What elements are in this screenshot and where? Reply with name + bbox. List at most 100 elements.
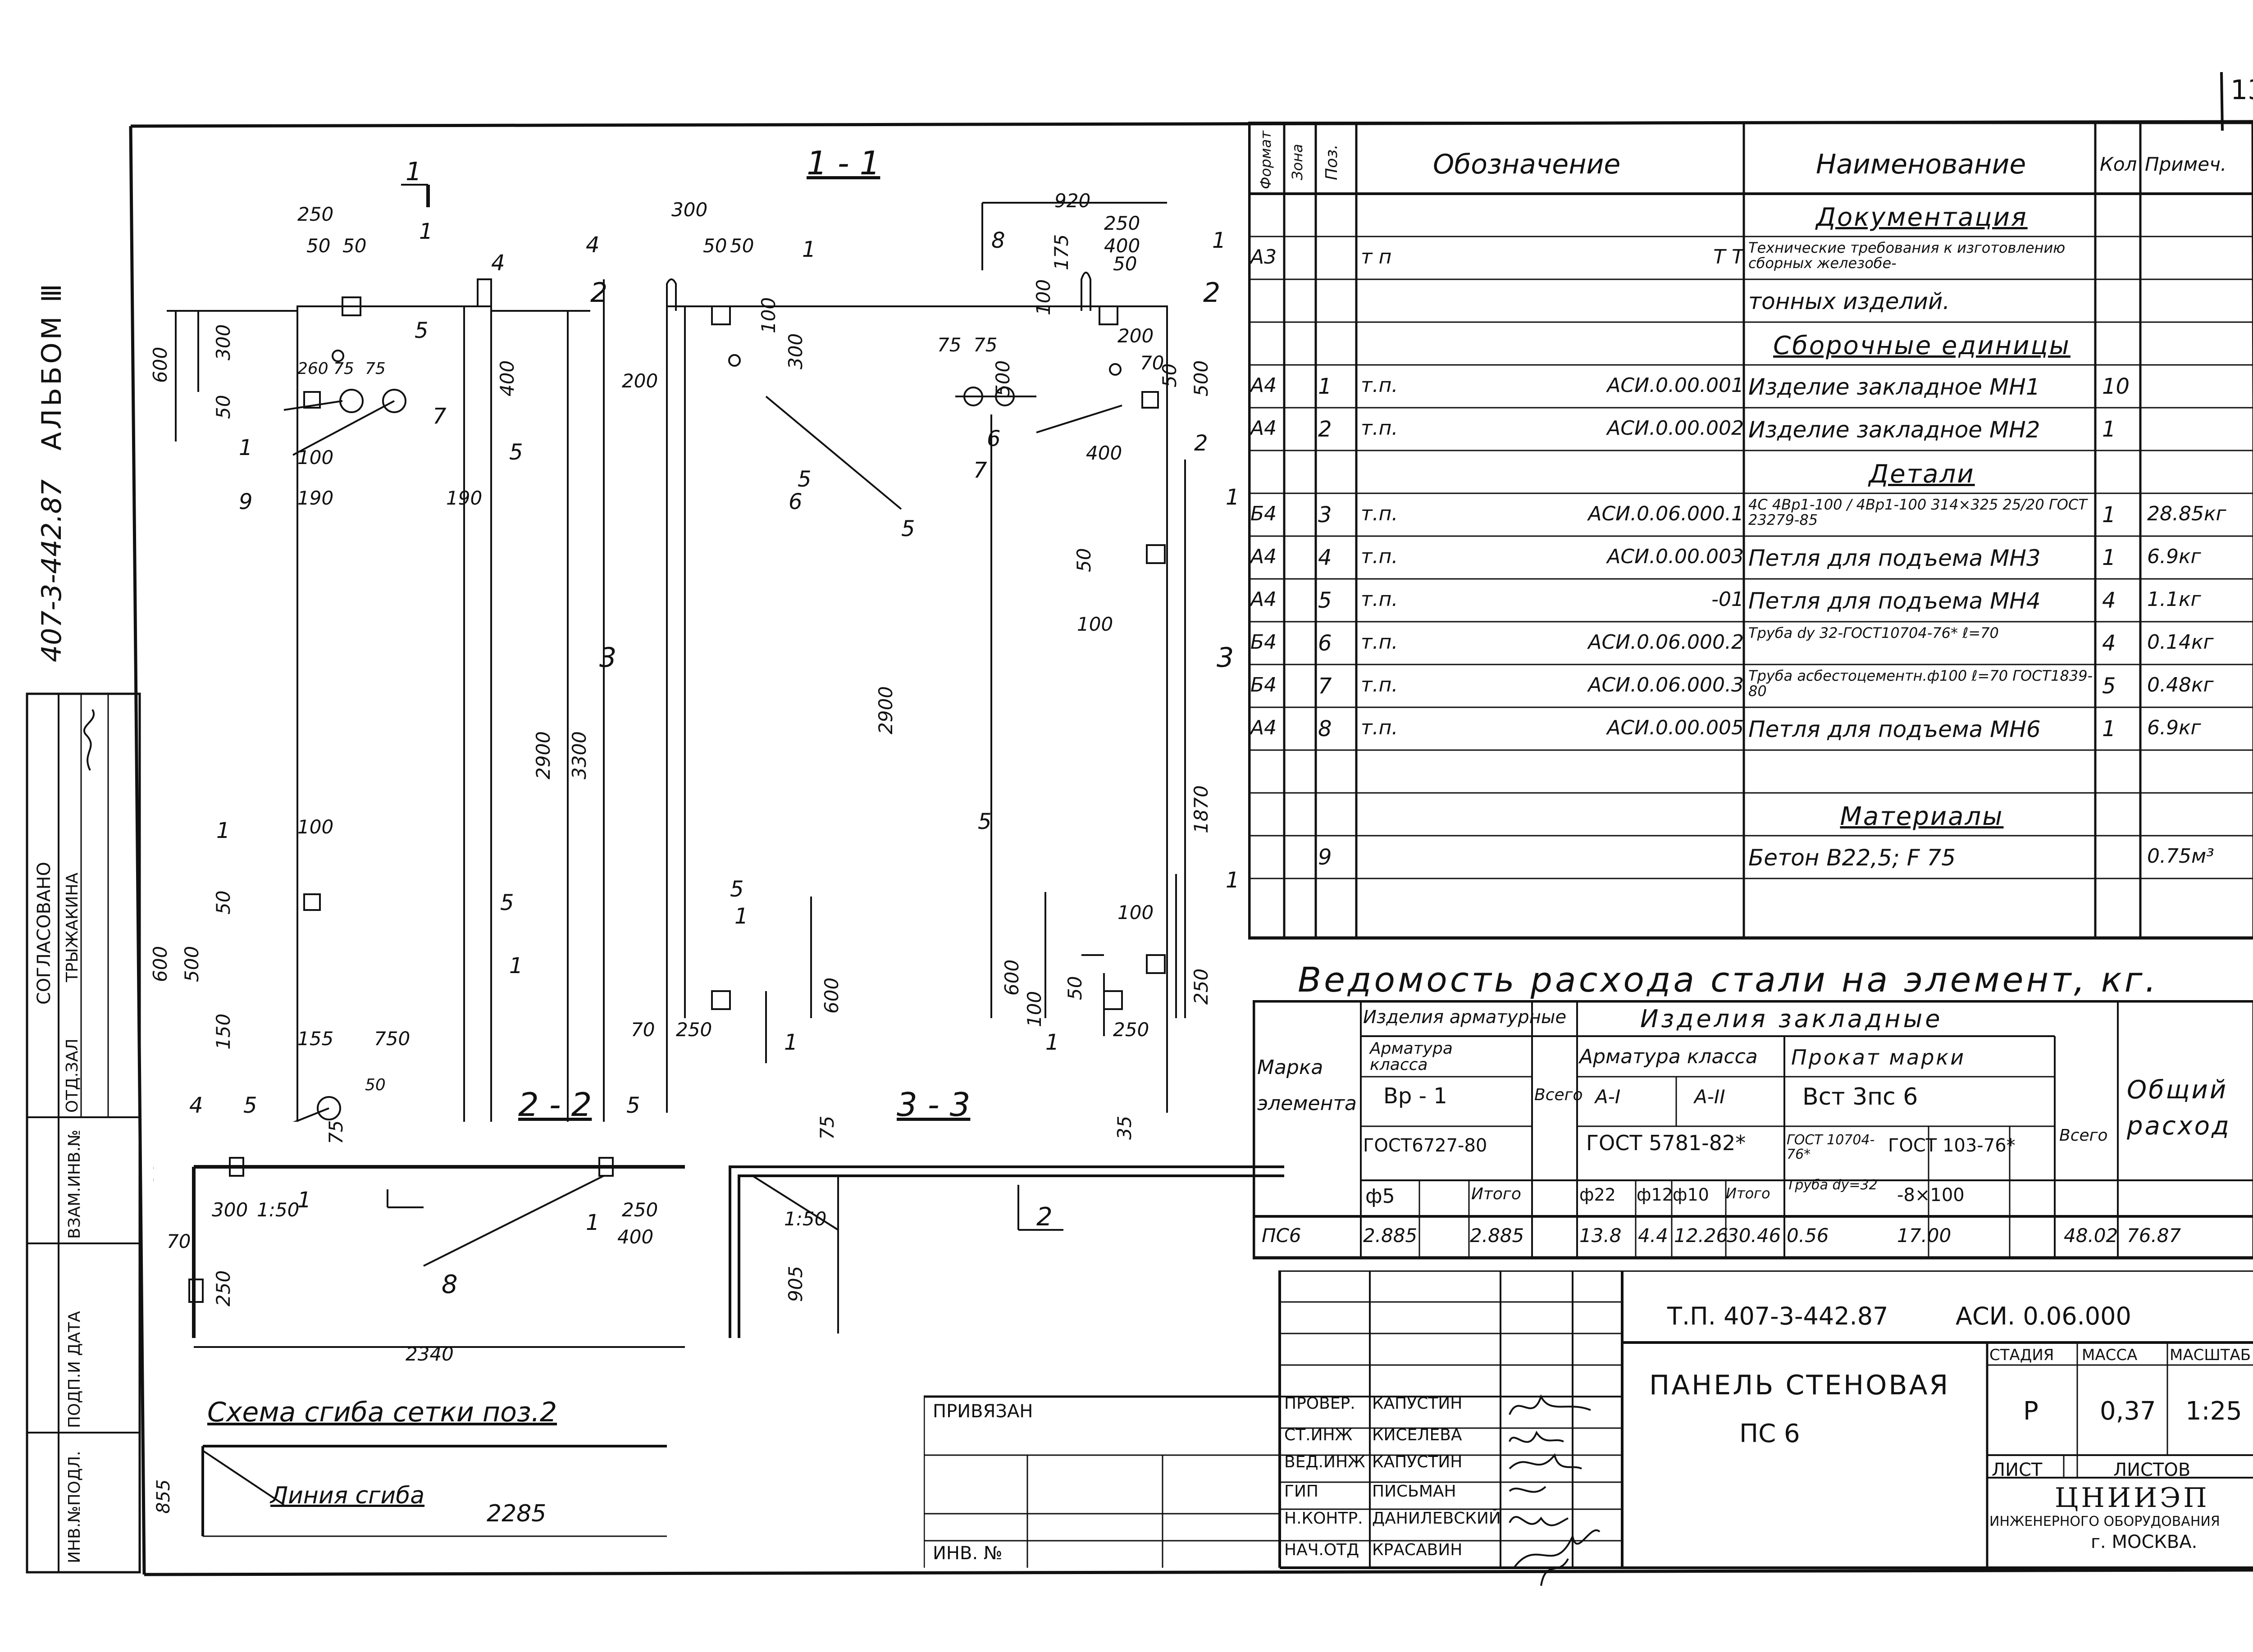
spec-cell-name: Изделие закладное МН1: [1748, 374, 2040, 400]
svg-text:5: 5: [509, 440, 523, 465]
steel-vst: Вст 3пс 6: [1802, 1083, 1918, 1110]
svg-text:500: 500: [181, 946, 203, 982]
spec-cell-code: т.п.: [1361, 716, 1398, 739]
spec-cell-name: Бетон В22,5; F 75: [1748, 845, 1956, 871]
svg-text:100: 100: [297, 816, 333, 838]
svg-text:2340: 2340: [406, 1343, 454, 1365]
bend-scheme-title: Схема сгиба сетки поз.2: [207, 1397, 557, 1428]
svg-text:5: 5: [730, 877, 744, 902]
steel-arm-header: Изделия арматурные: [1363, 1007, 1567, 1028]
steel-gost103: ГОСТ 103-76*: [1888, 1135, 2016, 1156]
svg-text:100: 100: [1077, 613, 1113, 635]
mass-value: 0,37: [2100, 1397, 2156, 1426]
svg-text:4: 4: [586, 232, 600, 258]
svg-text:50: 50: [730, 235, 754, 257]
svg-text:600: 600: [1001, 960, 1023, 996]
svg-text:75: 75: [325, 1120, 347, 1144]
svg-text:5: 5: [500, 890, 514, 915]
spec-cell-pos: 6: [1318, 631, 1332, 656]
svg-text:50: 50: [1113, 253, 1137, 275]
spec-cell-code: т.п.: [1361, 545, 1398, 568]
agreed-label: СОГЛАСОВАНО: [34, 861, 55, 1005]
embedded-item-1: [303, 893, 321, 911]
svg-text:2: 2: [1036, 1202, 1053, 1232]
svg-text:300: 300: [212, 1199, 248, 1221]
svg-text:70: 70: [1140, 352, 1164, 374]
svg-text:150: 150: [212, 1014, 234, 1050]
pipe-6: [1109, 363, 1122, 376]
spec-header-zone: Зона: [1289, 144, 1306, 180]
spec-cell-code: т.п.: [1361, 631, 1398, 654]
org-name-2: ИНЖЕНЕРНОГО ОБОРУДОВАНИЯ: [1989, 1514, 2220, 1529]
spec-cell-name: Петля для подъема МН4: [1748, 588, 2041, 614]
svg-text:50: 50: [1158, 364, 1181, 387]
spec-cell-name: Материалы: [1840, 802, 2004, 831]
svg-text:2: 2: [1194, 431, 1208, 456]
inventory-label: ИНВ. №: [933, 1543, 1003, 1564]
spec-cell-code2: -01: [1711, 588, 1744, 611]
steel-total-header: Общий расход: [2127, 1075, 2231, 1141]
spec-cell-qty: 1: [2102, 545, 2116, 570]
steel-truba: Труба dy=32: [1787, 1177, 1878, 1193]
spec-cell-code2: АСИ.0.00.002: [1607, 417, 1744, 440]
svg-text:400: 400: [1086, 442, 1122, 464]
svg-text:7: 7: [433, 404, 447, 429]
stamp-role: ВЕД.ИНЖ: [1284, 1453, 1365, 1471]
title-doc-number: Т.П. 407-3-442.87: [1667, 1302, 1888, 1330]
svg-text:2: 2: [1203, 277, 1220, 309]
attached-label: ПРИВЯЗАН: [933, 1401, 1033, 1422]
spec-cell-fmt: А3: [1250, 246, 1277, 269]
spec-header-name: Наименование: [1816, 149, 2026, 180]
svg-text:2900: 2900: [532, 731, 554, 779]
sheet-number: 13: [2230, 74, 2253, 106]
svg-text:250: 250: [1113, 1019, 1149, 1041]
steel-f5: ф5: [1365, 1185, 1395, 1208]
spec-cell-note: 28.85кг: [2147, 502, 2226, 525]
embedded-item-1: [1146, 544, 1166, 564]
spec-header-format: Формат: [1257, 131, 1274, 189]
steel-gost10704: ГОСТ 10704-76*: [1787, 1132, 1875, 1162]
steel-gost-vr: ГОСТ6727-80: [1363, 1135, 1487, 1156]
svg-text:100: 100: [1023, 991, 1045, 1027]
section-3-3-title: 3 - 3: [897, 1086, 971, 1124]
svg-text:1: 1: [586, 1210, 600, 1235]
steel-cell: 4.4: [1638, 1224, 1668, 1247]
svg-text:1870: 1870: [1190, 785, 1212, 833]
spec-cell-name: Детали: [1869, 460, 1975, 489]
org-name-1: ЦНИИЭП: [2055, 1482, 2210, 1514]
steel-vr: Вр - 1: [1383, 1083, 1447, 1109]
spec-cell-qty: 1: [2102, 716, 2116, 742]
signatures: [1509, 1394, 1601, 1586]
front-elevation-drawing: 250 50 50 600 300 50 260 75 75 400 100 1…: [149, 157, 605, 1122]
spec-cell-name: Изделие закладное МН2: [1748, 417, 2040, 443]
steel-itogo2: Итого: [1726, 1185, 1770, 1202]
svg-text:190: 190: [446, 487, 482, 509]
svg-text:50: 50: [1073, 548, 1095, 572]
spec-cell-qty: 4: [2102, 588, 2116, 613]
spec-cell-note: 0.14кг: [2147, 631, 2214, 654]
svg-text:7: 7: [973, 458, 987, 483]
svg-text:50: 50: [306, 235, 330, 257]
svg-text:6: 6: [789, 489, 803, 514]
lifting-loop-4: [666, 278, 677, 311]
sign-date-label: ПОДП.И ДАТА: [65, 1311, 84, 1428]
steel-vsego-arm: Всего: [1534, 1086, 1583, 1104]
lifting-loop-8: [1081, 272, 1091, 311]
svg-text:500: 500: [1190, 360, 1212, 396]
embedded-item-1: [711, 990, 731, 1010]
svg-text:3300: 3300: [568, 731, 590, 779]
steel-f22: ф22: [1579, 1185, 1616, 1205]
svg-text:70: 70: [167, 1230, 191, 1252]
bend-line-label: Линия сгиба: [270, 1482, 425, 1509]
spec-cell-name: Технические требования к изготовлению сб…: [1748, 240, 2066, 271]
lifting-loop-5: [598, 1157, 614, 1177]
embedded-item-1: [711, 305, 731, 325]
spec-cell-name: тонных изделий.: [1748, 288, 1950, 314]
section-1-1-drawing: 300 50 50 100 300 200 2900 600 70 250 92…: [586, 190, 1240, 1113]
svg-text:1: 1: [1212, 228, 1226, 253]
spec-header-note: Примеч.: [2145, 153, 2227, 175]
svg-text:250: 250: [1104, 212, 1140, 234]
stamp-person: ПИСЬМАН: [1372, 1482, 1456, 1501]
spec-cell-pos: 7: [1318, 674, 1332, 699]
svg-text:3: 3: [1217, 642, 1234, 674]
